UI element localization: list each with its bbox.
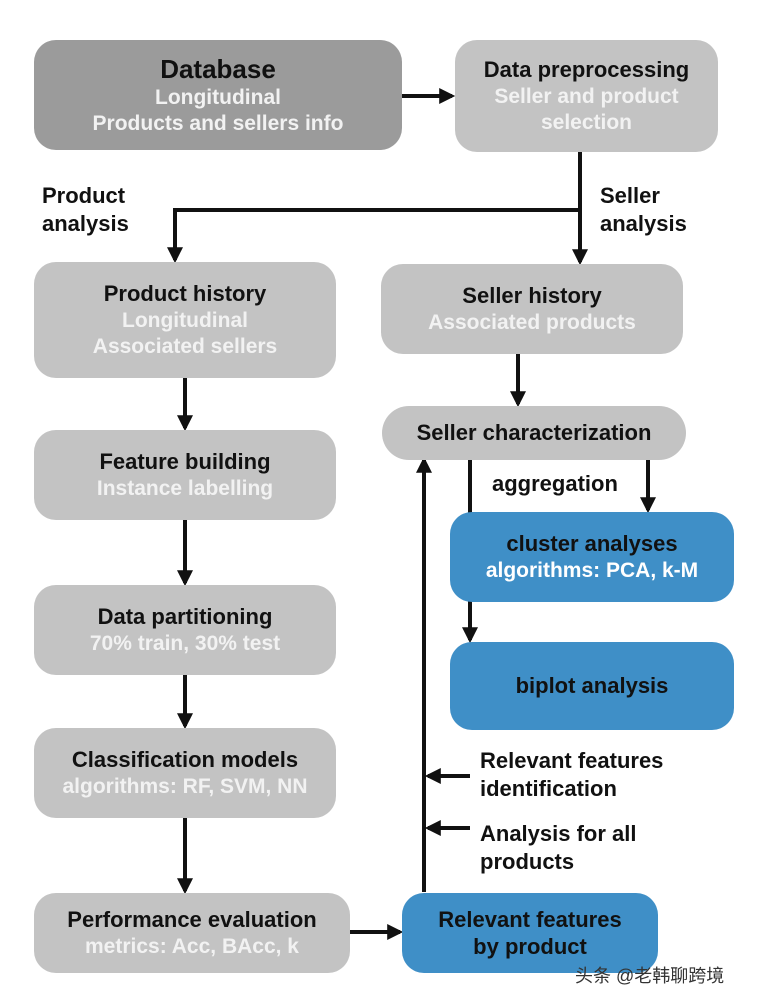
performance-sub1: metrics: Acc, BAcc, k	[85, 934, 299, 958]
database-sub1: Longitudinal	[155, 86, 281, 109]
product-history-sub2: Associated sellers	[92, 334, 278, 358]
biplot-title: biplot analysis	[515, 673, 669, 699]
relevant-identification-label: Relevant features identification	[480, 748, 664, 801]
cluster-node: cluster analyses algorithms: PCA, k-M	[450, 512, 734, 602]
cluster-title: cluster analyses	[506, 531, 678, 557]
database-node: Database Longitudinal Products and selle…	[34, 40, 402, 150]
preprocessing-sub2: selection	[540, 110, 633, 134]
watermark: 头条 @老韩聊跨境	[575, 966, 725, 986]
seller-analysis-label: Seller analysis	[600, 183, 687, 236]
data-partitioning-node: Data partitioning 70% train, 30% test	[34, 585, 336, 675]
relevant-features-node: Relevant features by product	[402, 893, 658, 973]
data-partitioning-sub1: 70% train, 30% test	[89, 631, 281, 655]
product-analysis-label: Product analysis	[42, 183, 129, 236]
database-sub2: Products and sellers info	[92, 112, 344, 136]
seller-history-title: Seller history	[462, 283, 602, 309]
database-title: Database	[160, 53, 276, 84]
performance-node: Performance evaluation metrics: Acc, BAc…	[34, 893, 350, 973]
seller-characterization-node: Seller characterization	[382, 406, 686, 460]
classification-title: Classification models	[71, 747, 299, 773]
classification-node: Classification models algorithms: RF, SV…	[34, 728, 336, 818]
feature-building-sub1: Instance labelling	[96, 476, 274, 500]
data-partitioning-title: Data partitioning	[97, 604, 273, 630]
seller-history-node: Seller history Associated products	[381, 264, 683, 354]
biplot-node: biplot analysis	[450, 642, 734, 730]
cluster-sub1: algorithms: PCA, k-M	[485, 558, 699, 582]
classification-sub1: algorithms: RF, SVM, NN	[62, 774, 308, 798]
line-preprocessing-branch	[175, 152, 582, 212]
feature-building-node: Feature building Instance labelling	[34, 430, 336, 520]
preprocessing-sub1: Seller and product	[494, 84, 679, 108]
seller-characterization-title: Seller characterization	[416, 420, 652, 446]
performance-title: Performance evaluation	[67, 907, 317, 933]
preprocessing-title: Data preprocessing	[483, 57, 690, 82]
feature-building-title: Feature building	[99, 449, 271, 475]
seller-history-sub1: Associated products	[428, 310, 636, 334]
preprocessing-node: Data preprocessing Seller and product se…	[455, 40, 718, 152]
analysis-all-label: Analysis for all products	[480, 821, 637, 874]
relevant-features-title: Relevant features	[438, 906, 622, 932]
relevant-features-sub1: by product	[473, 934, 587, 959]
aggregation-label: aggregation	[492, 471, 618, 496]
product-history-sub1: Longitudinal	[122, 308, 248, 332]
product-history-node: Product history Longitudinal Associated …	[34, 262, 336, 378]
product-history-title: Product history	[103, 281, 267, 306]
